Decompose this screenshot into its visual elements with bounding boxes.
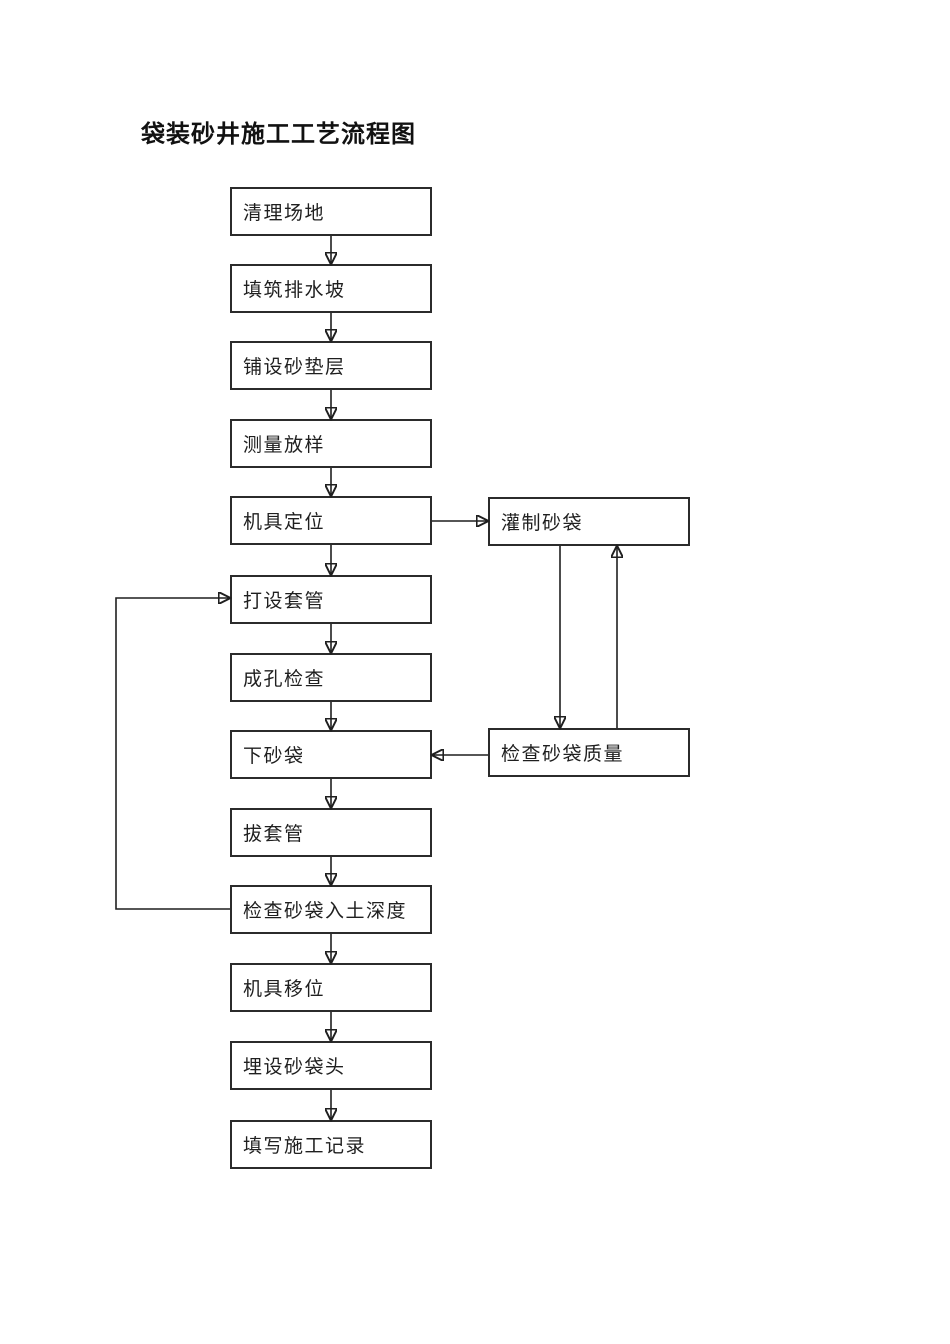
arrow-loop-check-depth-to-drive-casing — [115, 598, 230, 910]
flow-step-lower-sandbag: 下砂袋 — [230, 730, 432, 779]
flow-step-lay-sand-cushion: 铺设砂垫层 — [230, 341, 432, 390]
flow-step-position-equipment: 机具定位 — [230, 496, 432, 545]
flow-step-fill-record: 填写施工记录 — [230, 1120, 432, 1169]
flow-step-check-sandbag-quality: 检查砂袋质量 — [488, 728, 690, 777]
flow-step-drive-casing: 打设套管 — [230, 575, 432, 624]
page-title: 袋装砂井施工工艺流程图 — [141, 122, 416, 148]
flow-step-pull-casing: 拔套管 — [230, 808, 432, 857]
flow-step-fill-sandbag: 灌制砂袋 — [488, 497, 690, 546]
flow-step-survey-layout: 测量放样 — [230, 419, 432, 468]
flow-step-move-equipment: 机具移位 — [230, 963, 432, 1012]
flow-step-fill-drainage-slope: 填筑排水坡 — [230, 264, 432, 313]
flow-step-check-sandbag-depth: 检查砂袋入土深度 — [230, 885, 432, 934]
flow-step-clear-site: 清理场地 — [230, 187, 432, 236]
flow-step-hole-inspection: 成孔检查 — [230, 653, 432, 702]
flow-step-bury-sandbag-head: 埋设砂袋头 — [230, 1041, 432, 1090]
